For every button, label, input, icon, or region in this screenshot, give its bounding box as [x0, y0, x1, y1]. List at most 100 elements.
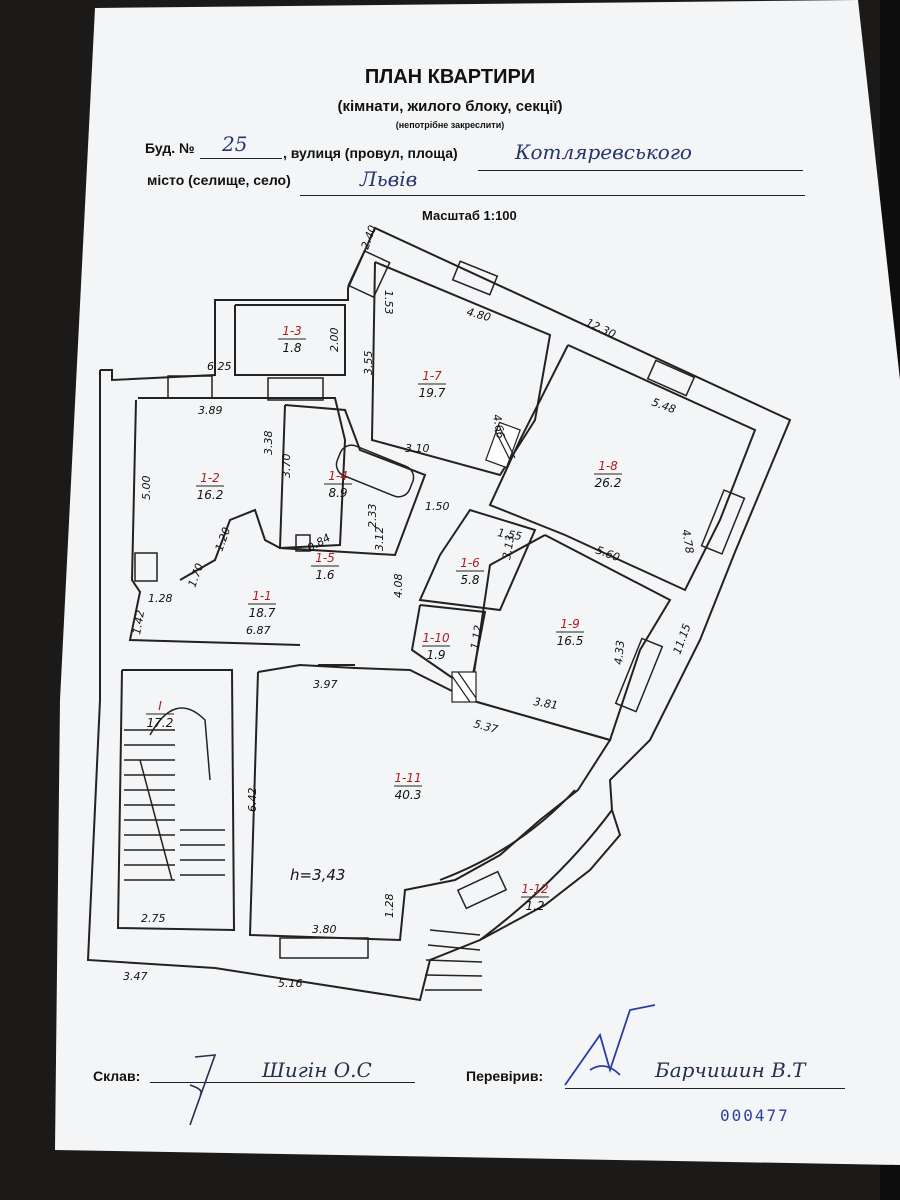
- dimension-label: 2.75: [141, 912, 166, 925]
- compiled-by: Шигін О.С: [262, 1058, 372, 1082]
- room-id: 1-2: [200, 471, 220, 485]
- dimension-label: 6.87: [246, 624, 271, 637]
- checked-label: Перевірив:: [466, 1068, 544, 1084]
- dimension-label: 6.42: [246, 788, 259, 813]
- dimension-label: 1.20: [213, 526, 234, 553]
- room-label-1-4: 1-48.9: [324, 469, 352, 500]
- strike-note: (непотрібне закреслити): [395, 120, 505, 130]
- dimension-label: 4.78: [679, 528, 696, 554]
- room-1-3: [234, 304, 346, 376]
- room-label-1-11: 1-11 40.3: [394, 771, 422, 802]
- room-id: 1-7: [422, 369, 442, 383]
- windows: [167, 249, 746, 959]
- dimension-label: 4.66: [490, 413, 507, 439]
- dimension-label: 3.55: [362, 351, 375, 376]
- dimension-label: 3.97: [313, 678, 338, 691]
- scale-label: Масштаб 1:100: [422, 208, 517, 223]
- bay-window-arc: [439, 789, 576, 881]
- room-area: 40.3: [395, 788, 422, 802]
- room-area: 26.2: [595, 476, 622, 490]
- dimension-label: 3.70: [280, 454, 293, 479]
- dimension-label: 4.80: [465, 305, 492, 324]
- bathtub: [335, 444, 415, 498]
- dimension-label: 1.70: [186, 562, 207, 589]
- room-label-1-3: 1-31.8: [278, 324, 306, 355]
- room-label-1-9: 1-916.5: [556, 617, 584, 648]
- checked-by: Барчишин В.Т: [655, 1058, 806, 1082]
- dimension-label: 1.42: [130, 609, 147, 635]
- dimension-label: 11.15: [671, 622, 694, 656]
- room-label-I: I17.2: [146, 699, 174, 730]
- checked-signature: [564, 1004, 656, 1086]
- room-id: 1-10: [422, 631, 450, 645]
- dimension-label: 3.38: [262, 431, 275, 456]
- height-note: h=3,43: [290, 866, 345, 884]
- room-id: 1-5: [315, 551, 335, 565]
- room-area: 16.2: [197, 488, 224, 502]
- dimension-label: 2.33: [366, 504, 379, 529]
- street-line: [478, 170, 803, 171]
- dimension-label: 2.40: [359, 224, 380, 251]
- city-value: Львів: [360, 167, 418, 191]
- room-area: 1.6: [315, 568, 334, 582]
- room-area: 5.8: [460, 573, 479, 587]
- stairs-left: [124, 707, 225, 881]
- dimension-label: 3.89: [198, 404, 223, 417]
- dimension-label: 5.60: [594, 544, 621, 565]
- building-label: Буд. №: [145, 140, 195, 156]
- room-1-2-walls: [138, 397, 347, 581]
- compiled-signature: [189, 1054, 217, 1126]
- dimension-label: 3.12: [373, 527, 386, 552]
- room-area: 18.7: [249, 606, 276, 620]
- room-label-1-10: 1-10 1.9: [422, 631, 450, 662]
- dimension-label: 3.10: [405, 442, 430, 455]
- inner-wall-left: [128, 399, 301, 646]
- compiled-label: Склав:: [93, 1068, 141, 1084]
- room-area: 16.5: [557, 634, 584, 648]
- bay-outer-arc: [479, 809, 613, 941]
- room-id: 1-11: [394, 771, 421, 785]
- checked-line: [565, 1088, 845, 1089]
- room-id: 1-4: [328, 469, 348, 483]
- dimension-label: 1.12: [468, 624, 485, 650]
- outer-wall: [86, 226, 792, 1002]
- room-area: 1.2: [525, 899, 544, 913]
- dimension-label: 3.81: [532, 695, 558, 712]
- toilet-box: [295, 534, 311, 552]
- page-subtitle: (кімнати, жилого блоку, секції): [337, 98, 563, 115]
- room-id: 1-1: [252, 589, 272, 603]
- dimension-label: 1.55: [496, 526, 522, 543]
- dimension-label: 1.28: [148, 592, 173, 605]
- room-id: 1-6: [460, 556, 480, 570]
- street-label: , вулиця (провул, площа): [283, 145, 458, 161]
- dimension-label: 5.16: [278, 977, 303, 990]
- dimension-label: 3.80: [312, 923, 337, 936]
- dimension-label: 3.47: [123, 970, 148, 983]
- room-label-1-1: 1-1 18.7: [248, 589, 276, 620]
- building-number: 25: [222, 132, 248, 156]
- dimension-label: 3.13: [500, 534, 517, 560]
- room-1-4-walls: [278, 404, 427, 557]
- compiled-line: [150, 1082, 415, 1083]
- dimension-label: 12.30: [584, 316, 618, 341]
- room-area: 17.2: [147, 716, 174, 730]
- room-area: 1.9: [426, 648, 445, 662]
- city-line: [300, 195, 805, 196]
- dimension-label: 1.28: [383, 894, 396, 919]
- dimension-label: 1.53: [382, 290, 395, 315]
- stairs-bay: [424, 929, 483, 991]
- hatched-walls: [451, 421, 521, 703]
- dimension-label: 6.25: [207, 360, 232, 373]
- page-title: ПЛАН КВАРТИРИ: [364, 66, 536, 88]
- room-label-1-8: 1-826.2: [594, 459, 622, 490]
- room-label-1-6: 1-65.8: [456, 556, 484, 587]
- dimension-label: 5.37: [472, 717, 499, 736]
- inner-wall-stair: [116, 669, 236, 932]
- room-1-8-walls: [488, 344, 757, 592]
- dimension-label: 5.48: [650, 396, 677, 417]
- dimension-label: 4.08: [392, 574, 405, 599]
- serial-number: 000477: [720, 1106, 790, 1125]
- room-area: 1.8: [282, 341, 301, 355]
